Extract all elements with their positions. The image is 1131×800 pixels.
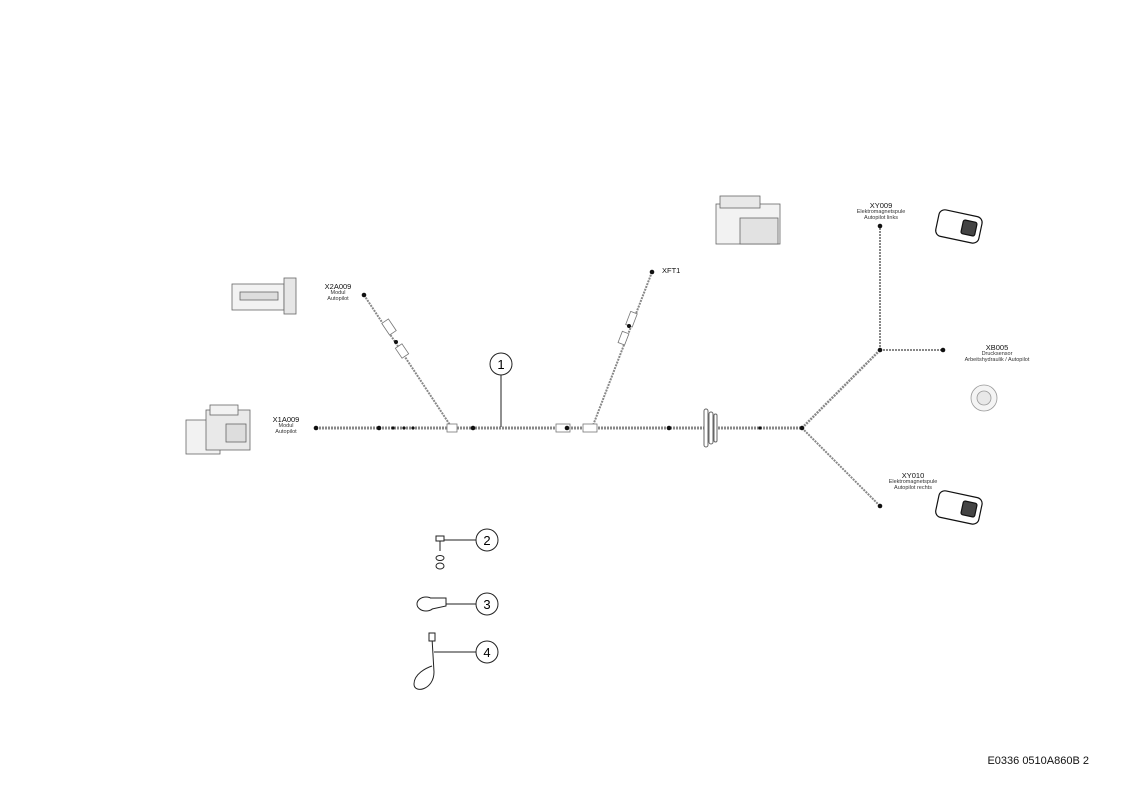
node-trunk-d [411, 426, 415, 430]
grommet-ring-1 [703, 408, 709, 448]
harness-wires [316, 226, 943, 507]
node-trunk-h [758, 426, 762, 430]
cable-tie-strap [413, 637, 435, 690]
connector-xb005-drawing [970, 384, 998, 412]
fitting-xft1-upper [625, 310, 638, 328]
branch-wire-x2a009 [363, 294, 453, 429]
node-trunk-b [391, 426, 395, 430]
label-xb005-line2: Arbeitshydraulik / Autopilot [964, 356, 1030, 363]
wire-nodes [313, 223, 946, 509]
label-xb005-line1: Drucksensor [981, 350, 1013, 357]
nut [435, 562, 445, 570]
label-xy009: XY009 Elektromagnetspule Autopilot links [836, 202, 926, 221]
label-x1a009-code: X1A009 [272, 415, 300, 424]
xb005-inner [976, 390, 992, 406]
node-trunk-c [402, 426, 406, 430]
part-2-bolt-set [435, 535, 476, 570]
bolt-head [435, 535, 445, 542]
fitting-xft1-lower [617, 330, 630, 346]
part-3-clamp [416, 596, 476, 612]
xy009-face [960, 219, 978, 237]
fitting-x2a009-upper [381, 318, 397, 336]
fitting-trunk-3 [582, 423, 598, 433]
label-x2a009-line2: Autopilot [327, 295, 349, 302]
label-x1a009-line2: Autopilot [275, 428, 297, 435]
washer [435, 555, 445, 561]
fitting-x2a009-lower [394, 343, 410, 359]
fitting-trunk-1 [446, 423, 458, 433]
callout-2-number: 2 [483, 533, 490, 548]
drawing-id: E0336 0510A860B 2 [987, 755, 1089, 767]
callout-3: 3 [475, 592, 499, 616]
node-trunk-e [470, 425, 476, 431]
callout-4: 4 [475, 640, 499, 664]
label-xy009-line2: Autopilot links [864, 214, 898, 221]
node-xft1-end [649, 269, 655, 275]
node-xft1-mid [627, 324, 631, 328]
clamp-tab [430, 597, 447, 610]
node-center-right [877, 347, 883, 353]
callout-1-number: 1 [497, 357, 504, 372]
label-xy009-line1: Elektromagnetspule [856, 208, 906, 215]
label-xy009-code: XY009 [869, 201, 893, 210]
node-xy009-end [877, 223, 883, 229]
label-x1a009: X1A009 Modul Autopilot [266, 416, 306, 435]
x1a009-top [209, 404, 239, 416]
fitting-trunk-2 [555, 423, 571, 433]
label-xft1: XFT1 [662, 267, 680, 275]
label-xy010-code: XY010 [901, 471, 925, 480]
node-fork [799, 425, 805, 431]
node-trunk-a [376, 425, 382, 431]
connector-relay-block-drawing [715, 195, 781, 245]
x2a009-latch [283, 277, 297, 315]
xy010-face [960, 500, 978, 518]
callout-3-number: 3 [483, 597, 490, 612]
relay-block-top [719, 195, 761, 209]
branch-wire-upper-fork [801, 349, 881, 429]
node-xb005-end [940, 347, 946, 353]
x2a009-pin-row [239, 291, 279, 301]
label-xy010-line2: Autopilot rechts [894, 484, 932, 491]
connector-x2a009-drawing [231, 277, 297, 315]
label-xy010: XY010 Elektromagnetspule Autopilot recht… [868, 472, 958, 491]
callout-2-circle [475, 528, 499, 552]
callout-2: 2 [475, 528, 499, 552]
relay-block-front [739, 217, 779, 245]
grommet [703, 408, 718, 448]
label-x2a009: X2A009 Modul Autopilot [318, 283, 358, 302]
node-x2a009-end [361, 292, 367, 298]
label-xb005: XB005 Drucksensor Arbeitshydraulik / Aut… [952, 344, 1042, 363]
branch-wire-xy010 [801, 427, 881, 507]
label-x2a009-code: X2A009 [324, 282, 352, 291]
grommet-ring-2 [708, 411, 714, 445]
callout-1: 1 [489, 352, 513, 427]
grommet-ring-3 [713, 413, 718, 443]
node-trunk-g [666, 425, 672, 431]
connector-x1a009-drawing [185, 404, 251, 455]
label-xb005-code: XB005 [985, 343, 1009, 352]
cable-tie-head [428, 632, 436, 642]
node-trunk-f [564, 425, 570, 431]
callout-4-number: 4 [483, 645, 490, 660]
branch-wire-xft1 [591, 271, 653, 429]
label-x1a009-line1: Modul [278, 422, 294, 429]
label-x2a009-line1: Modul [330, 289, 346, 296]
part-4-cable-tie [413, 632, 476, 690]
node-x2a009-mid [394, 340, 398, 344]
node-xy010-end [877, 503, 883, 509]
label-xft1-code: XFT1 [662, 266, 681, 275]
x1a009-pins [225, 423, 247, 443]
connector-xy009-drawing [935, 209, 983, 244]
wire-fittings [381, 310, 638, 433]
callout-4-circle [475, 640, 499, 664]
connector-xy010-drawing [935, 490, 983, 525]
callout-3-circle [475, 592, 499, 616]
label-xy010-line1: Elektromagnetspule [888, 478, 938, 485]
node-x1a009-end [313, 425, 319, 431]
callout-1-circle [489, 352, 513, 376]
